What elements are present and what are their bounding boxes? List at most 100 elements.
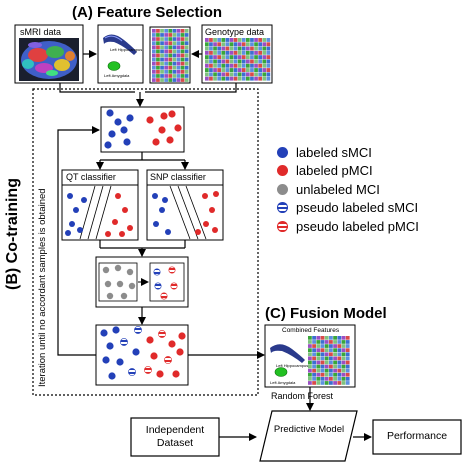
matrix-cell — [329, 372, 333, 377]
matrix-cell — [241, 68, 246, 72]
matrix-cell — [320, 377, 325, 381]
sample-point — [122, 207, 128, 213]
sample-point — [120, 292, 128, 300]
matrix-cell — [176, 65, 181, 70]
matrix-cell — [205, 68, 209, 72]
matrix-cell — [329, 348, 333, 352]
matrix-cell — [229, 63, 234, 68]
legend-label: labeled pMCI — [296, 163, 373, 178]
matrix-cell — [225, 76, 230, 81]
matrix-cell — [241, 72, 246, 77]
sample-point — [146, 116, 154, 124]
sample-point — [115, 193, 121, 199]
matrix-cell — [172, 78, 177, 82]
matrix-cell — [180, 29, 185, 33]
matrix-cell — [205, 50, 209, 55]
matrix-cell — [168, 61, 173, 66]
independent-dataset-label: Independent Dataset — [145, 424, 205, 449]
matrix-cell — [156, 33, 160, 37]
matrix-cell — [254, 63, 258, 68]
matrix-cell — [241, 38, 246, 42]
sample-point — [160, 112, 168, 120]
matrix-cell — [345, 356, 350, 361]
independent-dataset-box — [130, 417, 220, 457]
matrix-cell — [180, 57, 185, 62]
matrix-cell — [164, 37, 168, 41]
matrix-cell — [246, 72, 250, 77]
matrix-cell — [329, 340, 333, 344]
title-co-training: (B) Co-training — [4, 178, 21, 290]
matrix-cell — [250, 68, 254, 72]
matrix-cell — [184, 65, 189, 70]
co-training-region — [32, 88, 259, 396]
matrix-cell — [250, 72, 254, 77]
matrix-cell — [213, 68, 217, 72]
genotype-panel — [201, 24, 273, 84]
matrix-cell — [225, 42, 230, 47]
matrix-cell — [237, 59, 242, 64]
combined-features-label: Combined Features — [282, 327, 340, 334]
matrix-cell — [233, 55, 238, 60]
matrix-cell — [172, 37, 177, 41]
matrix-cell — [221, 59, 226, 64]
sample-point — [126, 114, 134, 122]
hippocampus-label: Left Hippocampus — [110, 47, 143, 52]
matrix-cell — [341, 372, 346, 377]
matrix-cell — [152, 45, 156, 50]
matrix-cell — [160, 65, 164, 70]
matrix-cell — [266, 59, 271, 64]
sample-point — [153, 221, 159, 227]
matrix-cell — [341, 368, 346, 373]
matrix-cell — [160, 53, 164, 58]
sample-point — [123, 138, 131, 146]
matrix-cell — [308, 352, 312, 357]
performance-box — [372, 419, 462, 455]
matrix-cell — [184, 49, 189, 54]
sample-point — [108, 372, 116, 380]
matrix-cell — [337, 340, 342, 344]
matrix-cell — [152, 57, 156, 62]
sample-point — [168, 340, 176, 348]
matrix-cell — [316, 352, 321, 357]
matrix-cell — [152, 37, 156, 41]
sample-point — [102, 266, 110, 274]
matrix-cell — [345, 348, 350, 352]
matrix-cell — [324, 352, 329, 357]
matrix-cell — [164, 78, 168, 82]
matrix-cell — [156, 61, 160, 66]
matrix-cell — [312, 356, 316, 361]
matrix-cell — [266, 55, 271, 60]
matrix-cell — [308, 360, 312, 365]
sample-point — [116, 358, 124, 366]
snp-classifier-label: SNP classifier — [150, 172, 206, 182]
matrix-cell — [229, 42, 234, 47]
sample-point — [104, 141, 112, 149]
matrix-cell — [205, 42, 209, 47]
legend-label: unlabeled MCI — [296, 181, 380, 197]
matrix-cell — [156, 49, 160, 54]
matrix-cell — [217, 38, 221, 42]
sample-point — [213, 191, 219, 197]
matrix-cell — [221, 42, 226, 47]
matrix-cell — [176, 49, 181, 54]
matrix-cell — [184, 29, 189, 33]
matrix-cell — [241, 55, 246, 60]
matrix-cell — [312, 360, 316, 365]
matrix-cell — [262, 42, 267, 47]
matrix-cell — [341, 348, 346, 352]
matrix-cell — [258, 76, 262, 81]
matrix-cell — [254, 38, 258, 42]
matrix-cell — [229, 59, 234, 64]
sample-point — [65, 230, 71, 236]
matrix-cell — [229, 72, 234, 77]
matrix-cell — [172, 57, 177, 62]
matrix-cell — [262, 59, 267, 64]
sample-point — [202, 193, 208, 199]
matrix-cell — [233, 42, 238, 47]
sample-point — [127, 225, 133, 231]
matrix-cell — [316, 356, 321, 361]
matrix-cell — [308, 348, 312, 352]
matrix-cell — [262, 72, 267, 77]
matrix-cell — [316, 360, 321, 365]
matrix-cell — [209, 76, 213, 81]
